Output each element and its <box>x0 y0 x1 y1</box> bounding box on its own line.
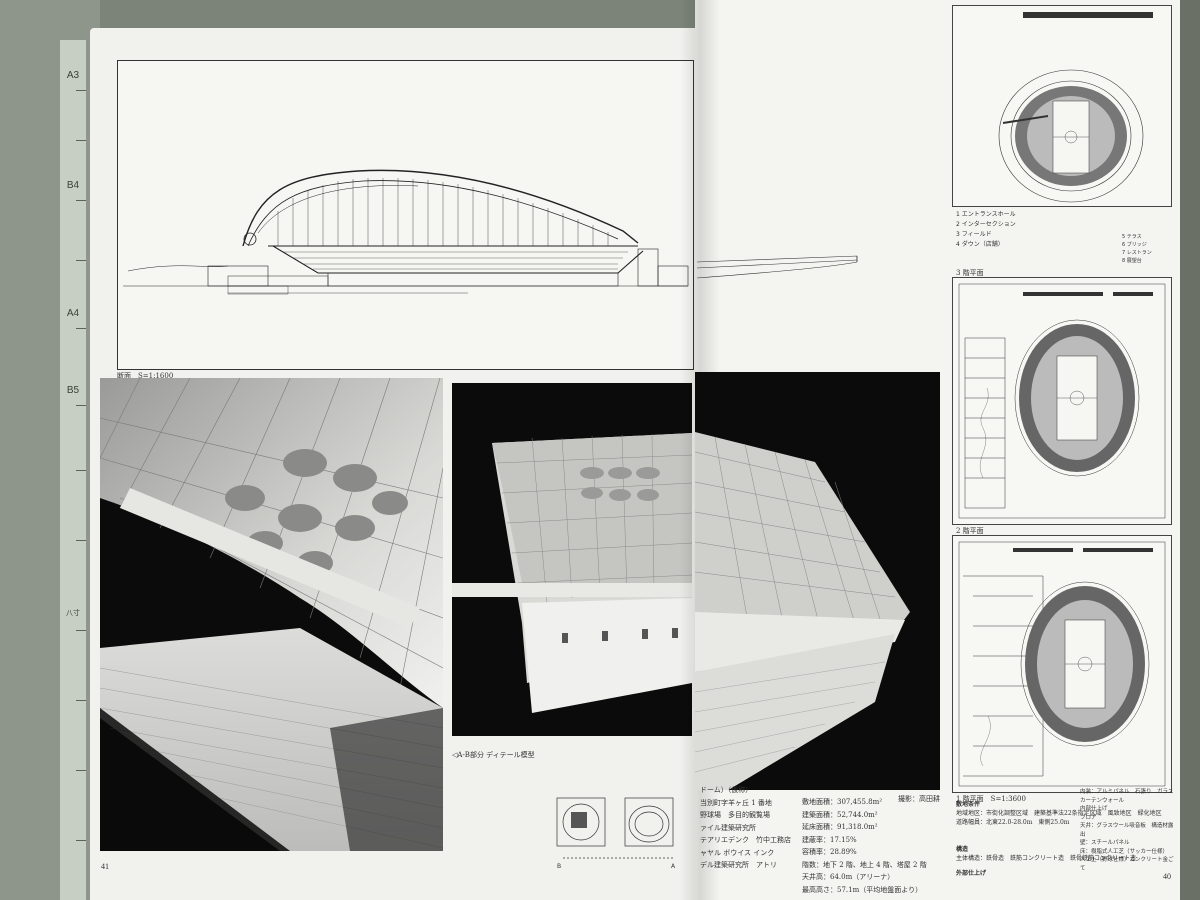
model-detail-svg <box>452 383 692 736</box>
photo-credit: 撮影：高田耕 <box>898 795 940 803</box>
site-data-line: 階数：地下 2 階、地上 4 階、塔屋 2 階 <box>802 860 927 869</box>
finish-line: フロア <box>1080 814 1097 821</box>
plan-floor3-svg <box>998 12 1153 203</box>
stadium-section-svg <box>123 169 689 295</box>
site-data-line: 建築面積：52,744.0m² <box>802 810 878 819</box>
plan-floor3 <box>952 5 1172 207</box>
key-plan: B A <box>553 792 685 872</box>
site-data-line: 建蔽率：17.15% <box>802 835 857 844</box>
heading: 構造 <box>956 846 969 853</box>
plan-caption-floor1: 1 階平面 S=1:3600 <box>956 795 1026 803</box>
plan-floor1 <box>952 535 1172 793</box>
finish-line: 床：樹脂式人工芝（サッカー仕様） <box>1080 848 1169 855</box>
page-number-right: 40 <box>1163 872 1171 881</box>
legend-item: 1 エントランスホール <box>956 211 1016 218</box>
page-number-left: 41 <box>101 862 109 871</box>
site-data-line: 敷地面積：307,455.8m² <box>802 798 883 806</box>
credits-line: ァイル建築研究所 <box>700 823 756 832</box>
plan-floor2-svg <box>958 283 1166 519</box>
legend-floor3-b: 5 テラス 6 ブリッジ 7 レストラン 8 展望台 <box>1122 233 1152 265</box>
legend-item: 8 展望台 <box>1122 258 1142 264</box>
roof-line-drawing <box>696 0 940 370</box>
section-caption: 断面 S=1:1600 <box>117 372 174 380</box>
plan-floor2 <box>952 277 1172 525</box>
site-data-line: 延床面積：91,318.0m² <box>802 823 878 831</box>
conditions-block: 敷地条件 地域地区：市街化調整区域 建築基準法22条指定区域 風致地区 緑化地区… <box>956 800 1162 878</box>
model-roof-svg <box>695 372 940 790</box>
finish-line: 壁：スチールパネル <box>1080 840 1130 846</box>
plan-caption-floor2: 2 階平面 <box>956 527 984 535</box>
credits-block: ドーム）（仮称） 当別町字羊ヶ丘 1 番地 野球場 多目的観覧場 ァイル建築研究… <box>700 784 791 872</box>
plan-floor1-svg <box>958 541 1166 787</box>
finishes-block: 内装：アルミパネル 石張り ガラスカーテンウォール 内部仕上げ フロア 天井：グ… <box>1080 788 1176 873</box>
conditions-line: 道路幅員：北東22.0-28.0m 東側25.0m <box>956 819 1070 826</box>
site-data-block: 敷地面積：307,455.8m² 建築面積：52,744.0m² 延床面積：91… <box>802 796 927 896</box>
finish-line: 内装：アルミパネル 石張り ガラスカーテンウォール <box>1080 789 1174 804</box>
conditions-line: 地域地区：市街化調整区域 建築基準法22条指定区域 風致地区 緑化地区 <box>956 810 1162 817</box>
credits-line: デル建築研究所 アトリ <box>700 861 777 869</box>
svg-text:A: A <box>671 863 676 870</box>
credits-line: テアリエデンク 竹中工務店 <box>700 836 791 844</box>
ruler-mark-a3: A3 <box>66 70 80 81</box>
legend-item: 3 フィールド <box>956 231 992 238</box>
model-photo-roof <box>695 372 940 790</box>
legend-item: 4 ダウン（店舗） <box>956 241 1004 248</box>
model-photo-detail <box>452 383 692 736</box>
credits-line: 当別町字羊ヶ丘 1 番地 <box>700 798 772 807</box>
ruler-mark-b5: B5 <box>66 385 80 396</box>
roof-line-svg <box>696 255 858 279</box>
model-interior-svg <box>100 378 443 851</box>
credits-line: 野球場 多目的観覧場 <box>700 811 770 819</box>
floor-plans-column: 1 エントランスホール 2 インターセクション 3 フィールド 4 ダウン（店舗… <box>952 5 1172 870</box>
model-photo-interior <box>100 378 443 851</box>
finish-line: 内部仕上げ <box>1080 806 1108 812</box>
ruler-mark-a4: A4 <box>66 308 80 319</box>
legend-item: 5 テラス <box>1122 234 1142 240</box>
legend-floor3: 1 エントランスホール 2 インターセクション 3 フィールド 4 ダウン（店舗… <box>956 210 1016 250</box>
site-data-line: 最高高さ：57.1m（平均地盤面より） <box>802 885 923 894</box>
section-drawing <box>117 60 694 370</box>
key-plan-svg: B A <box>556 797 676 870</box>
finish-line: 天井：グラスウール吸音板 構造材露出 <box>1080 823 1174 838</box>
ruler-mark-b4: B4 <box>66 180 80 191</box>
finish-line: 人工土（野球仕様）コンクリート金ごて <box>1080 857 1174 872</box>
site-data-line: 天井高：64.0m（アリーナ） <box>802 873 895 881</box>
legend-item: 2 インターセクション <box>956 221 1016 228</box>
structure-line: 主体構造：鉄骨造 鉄筋コンクリート造 鉄骨鉄筋コンクリート造 <box>956 855 1137 862</box>
ruler: A3 B4 A4 B5 八寸 <box>60 40 86 900</box>
model-caption: ◁A-B部分 ディテール模型 <box>452 751 535 759</box>
legend-item: 7 レストラン <box>1122 250 1152 256</box>
credits-line: ャヤル ボウイス インク <box>700 848 775 857</box>
plan-caption-floor3: 3 階平面 <box>956 269 984 277</box>
heading: 敷地条件 <box>956 801 981 808</box>
svg-text:B: B <box>557 863 561 870</box>
credits-line: ドーム）（仮称） <box>700 786 753 794</box>
site-data-line: 容積率：28.89% <box>802 848 857 856</box>
legend-item: 6 ブリッジ <box>1122 242 1147 248</box>
heading: 外部仕上げ <box>956 870 987 877</box>
ruler-mark-hassun: 八寸 <box>66 610 80 617</box>
